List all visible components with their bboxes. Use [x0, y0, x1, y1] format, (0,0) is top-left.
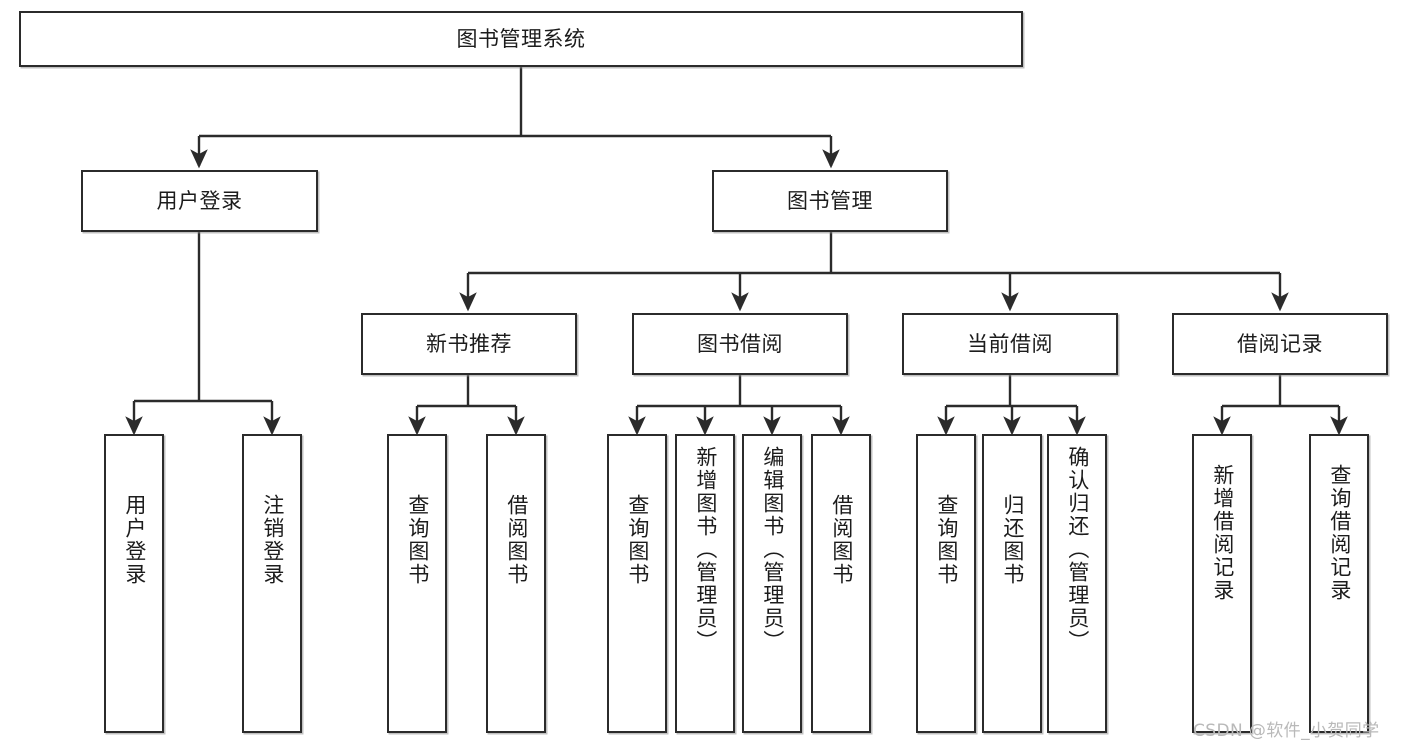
node-leaf-return-book-label: 归还图书 — [1000, 494, 1025, 586]
node-book-borrow[interactable]: 图书借阅 — [632, 313, 848, 375]
node-book-borrow-label: 图书借阅 — [697, 331, 783, 356]
node-leaf-query-book-3[interactable]: 查询图书 — [916, 434, 976, 733]
node-leaf-query-book-1[interactable]: 查询图书 — [387, 434, 447, 733]
node-book-manage[interactable]: 图书管理 — [712, 170, 948, 232]
node-leaf-edit-book[interactable]: 编辑图书（管理员） — [742, 434, 802, 733]
node-leaf-confirm-return-label: 确认归还（管理员） — [1065, 446, 1090, 653]
node-leaf-borrow-book-2-label: 借阅图书 — [829, 494, 854, 586]
node-borrow-record-label: 借阅记录 — [1237, 331, 1323, 356]
node-leaf-query-book-2-label: 查询图书 — [625, 494, 650, 586]
node-leaf-confirm-return[interactable]: 确认归还（管理员） — [1047, 434, 1107, 733]
node-borrow-record[interactable]: 借阅记录 — [1172, 313, 1388, 375]
node-current-borrow[interactable]: 当前借阅 — [902, 313, 1118, 375]
node-leaf-add-book[interactable]: 新增图书（管理员） — [675, 434, 735, 733]
node-leaf-user-login-label: 用户登录 — [122, 494, 147, 586]
node-leaf-logout-label: 注销登录 — [260, 494, 285, 586]
node-leaf-add-record-label: 新增借阅记录 — [1210, 464, 1235, 602]
node-current-borrow-label: 当前借阅 — [967, 331, 1053, 356]
node-leaf-return-book[interactable]: 归还图书 — [982, 434, 1042, 733]
connectors-bookborrow-to-leaves — [628, 375, 850, 436]
node-leaf-query-record-label: 查询借阅记录 — [1327, 464, 1352, 602]
connectors-newbook-to-leaves — [408, 375, 525, 436]
node-leaf-user-login[interactable]: 用户登录 — [104, 434, 164, 733]
node-new-book-rec[interactable]: 新书推荐 — [361, 313, 577, 375]
node-user-login[interactable]: 用户登录 — [81, 170, 318, 232]
node-leaf-query-book-3-label: 查询图书 — [934, 494, 959, 586]
node-leaf-add-book-label: 新增图书（管理员） — [693, 446, 718, 653]
node-leaf-edit-book-label: 编辑图书（管理员） — [760, 446, 785, 653]
connectors-level1-to-2 — [190, 67, 840, 169]
connectors-currentborrow-to-leaves — [937, 375, 1086, 436]
node-leaf-query-record[interactable]: 查询借阅记录 — [1309, 434, 1369, 733]
node-leaf-query-book-1-label: 查询图书 — [405, 494, 430, 586]
node-new-book-rec-label: 新书推荐 — [426, 331, 512, 356]
node-leaf-borrow-book-1[interactable]: 借阅图书 — [486, 434, 546, 733]
node-user-login-label: 用户登录 — [156, 188, 243, 213]
node-leaf-logout[interactable]: 注销登录 — [242, 434, 302, 733]
node-leaf-query-book-2[interactable]: 查询图书 — [607, 434, 667, 733]
node-root[interactable]: 图书管理系统 — [19, 11, 1023, 67]
node-leaf-borrow-book-2[interactable]: 借阅图书 — [811, 434, 871, 733]
connectors-borrowrecord-to-leaves — [1213, 375, 1348, 436]
connectors-userlogin-to-leaves — [125, 232, 281, 436]
node-leaf-add-record[interactable]: 新增借阅记录 — [1192, 434, 1252, 733]
csdn-watermark: CSDN @软件_小贺同学 — [1193, 721, 1380, 741]
node-book-manage-label: 图书管理 — [787, 188, 873, 213]
node-root-label: 图书管理系统 — [456, 26, 586, 51]
connectors-bookmanage-to-level3 — [459, 232, 1289, 312]
node-leaf-borrow-book-1-label: 借阅图书 — [504, 494, 529, 586]
